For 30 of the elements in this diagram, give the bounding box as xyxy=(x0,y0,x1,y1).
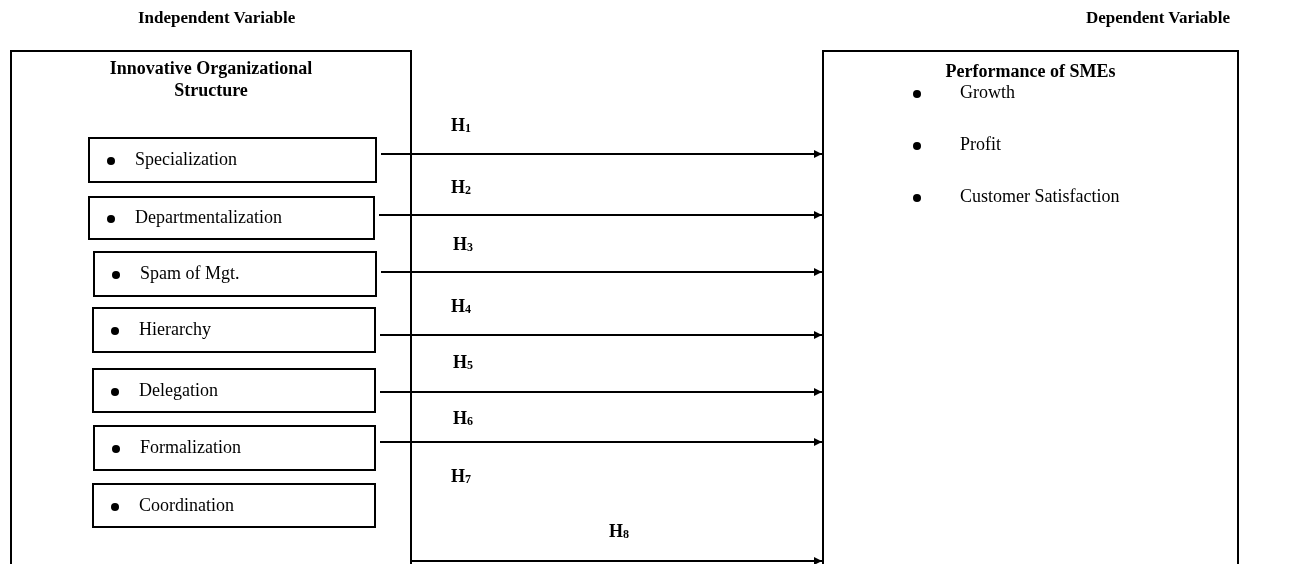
item-box xyxy=(92,483,376,528)
arrow xyxy=(379,388,823,396)
item-text: Delegation xyxy=(139,379,218,401)
indicator-text: Profit xyxy=(960,134,1001,155)
arrow xyxy=(378,211,823,219)
variable-box xyxy=(822,50,1239,564)
item-box xyxy=(88,196,375,240)
column-heading: Dependent Variable xyxy=(1085,8,1232,28)
arrow xyxy=(379,438,823,446)
arrow xyxy=(380,150,823,158)
item-text: Hierarchy xyxy=(139,319,211,340)
arrow xyxy=(411,557,823,564)
column-heading: Independent Variable xyxy=(137,8,297,28)
item-box xyxy=(93,251,377,297)
item-box xyxy=(93,425,376,471)
box-heading: Performance of SMEs xyxy=(944,60,1117,82)
item-box xyxy=(92,307,376,353)
item-text: Specialization xyxy=(135,149,237,170)
item-text: Formalization xyxy=(140,437,241,458)
indicator-text: Growth xyxy=(960,82,1015,103)
arrow xyxy=(379,331,823,339)
item-box xyxy=(92,368,376,413)
item-text: Coordination xyxy=(139,494,234,516)
item-text: Spam of Mgt. xyxy=(140,263,240,284)
indicator-text: Customer Satisfaction xyxy=(960,186,1120,207)
item-text: Departmentalization xyxy=(135,207,282,228)
variable-box xyxy=(10,50,412,564)
item-box xyxy=(88,137,377,183)
arrow xyxy=(380,268,823,276)
box-heading: Innovative Organizational Structure xyxy=(108,57,314,101)
